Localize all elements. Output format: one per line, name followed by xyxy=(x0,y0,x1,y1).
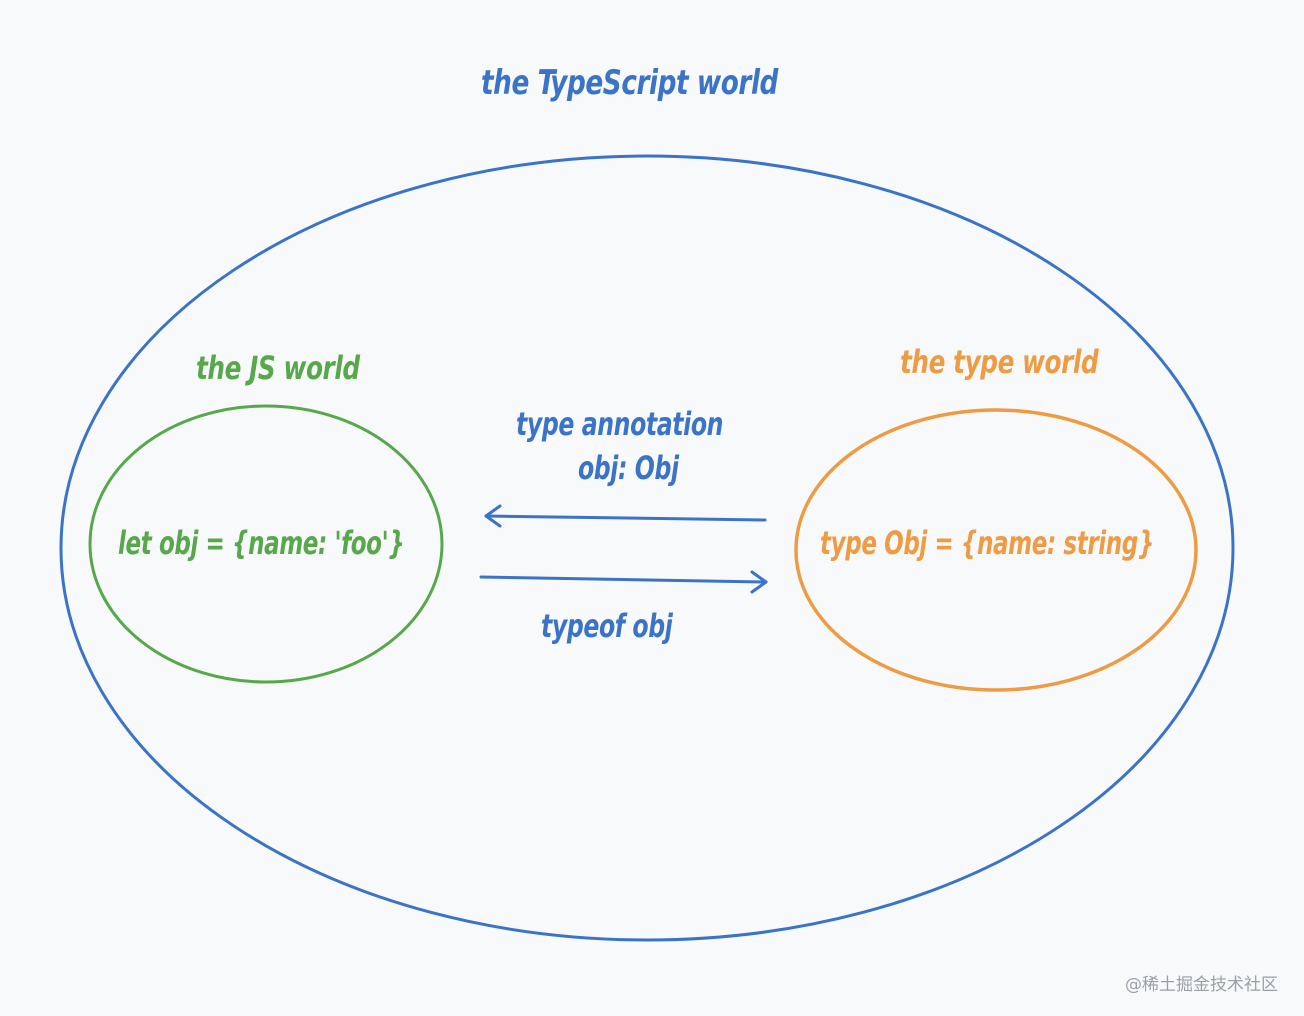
typeof-label: typeof obj xyxy=(541,607,673,645)
watermark: @稀土掘金技术社区 xyxy=(1125,975,1278,995)
ts-world-title: the TypeScript world xyxy=(481,63,778,103)
js-world-title: the JS world xyxy=(196,349,360,387)
type-world-title: the type world xyxy=(900,343,1099,381)
type-world-ellipse xyxy=(794,408,1198,692)
ts-world-ellipse xyxy=(59,154,1235,942)
type-world-code: type Obj = {name: string} xyxy=(820,524,1154,562)
js-world-code: let obj = {name: 'foo'} xyxy=(118,524,405,562)
js-world-ellipse xyxy=(88,404,444,684)
arrow-to-js-world xyxy=(484,504,767,528)
type-annotation-label: type annotation xyxy=(516,405,724,443)
arrow-to-type-world xyxy=(479,570,768,594)
type-annotation-example: obj: Obj xyxy=(578,449,679,487)
